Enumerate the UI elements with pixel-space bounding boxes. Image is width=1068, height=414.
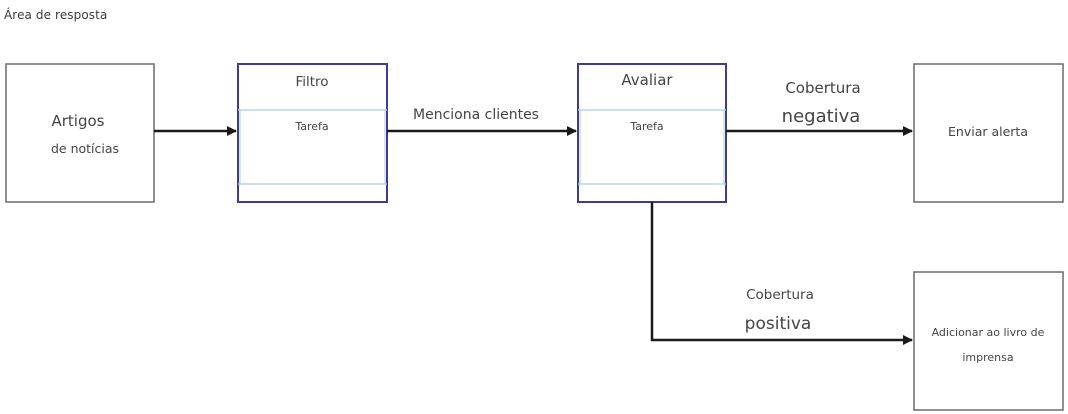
send-alert-node: Enviar alerta (913, 63, 1064, 203)
press-book-line1: Adicionar ao livro de (932, 326, 1045, 339)
filter-subtitle: Tarefa (294, 120, 328, 133)
evaluate-subtitle: Tarefa (629, 120, 663, 133)
filter-task-node: Filtro Tarefa (237, 63, 388, 203)
evaluate-title: Avaliar (621, 71, 673, 89)
press-book-line2: imprensa (962, 351, 1013, 364)
filter-title: Filtro (295, 74, 328, 90)
negative-coverage-line1: Cobertura (785, 79, 860, 97)
evaluate-task-node: Avaliar Tarefa (577, 63, 727, 203)
news-articles-line2: de notícias (51, 141, 119, 156)
answer-area-label: Área de resposta (4, 8, 108, 22)
send-alert-label: Enviar alerta (948, 124, 1028, 139)
news-articles-node: Artigos de notícias (5, 63, 155, 203)
positive-coverage-line2: positiva (745, 314, 812, 334)
news-articles-line1: Artigos (52, 112, 105, 130)
press-book-node: Adicionar ao livro de imprensa (913, 271, 1064, 411)
mentions-clients-label: Menciona clientes (413, 107, 539, 123)
positive-coverage-line1: Cobertura (746, 287, 814, 303)
arrow-evaluate-to-press (650, 202, 913, 345)
negative-coverage-line2: negativa (782, 106, 861, 127)
